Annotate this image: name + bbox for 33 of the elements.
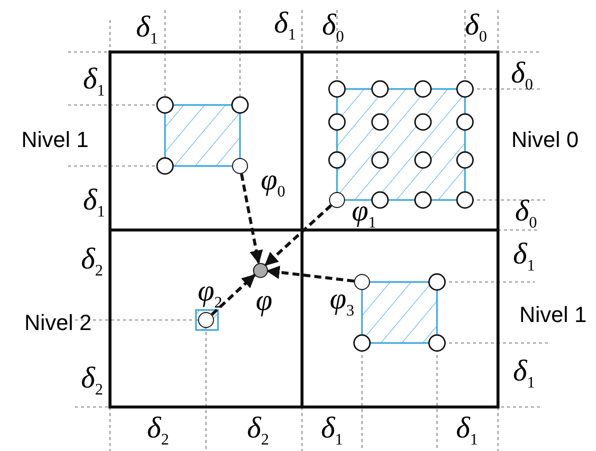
level-label: Nivel 1: [519, 304, 587, 326]
arrow: [264, 204, 332, 266]
spacing-label: δ$_{0}$: [322, 10, 344, 46]
spacing-label: δ$_{0}$: [515, 196, 537, 232]
arrow: [266, 266, 354, 283]
point-label: φ: [256, 286, 272, 316]
spacing-label: δ$_{1}$: [456, 414, 478, 448]
point-marker: [354, 274, 370, 290]
spacing-label: δ$_{2}$: [147, 414, 169, 448]
point-label: φ$_{0}$: [260, 166, 286, 200]
spacing-label: δ$_{1}$: [513, 240, 535, 274]
spacing-label: δ$_{1}$: [321, 414, 343, 448]
spacing-label: δ$_{0}$: [465, 10, 487, 46]
level-label: Nivel 2: [24, 312, 92, 334]
spacing-label: δ$_{1}$: [136, 12, 158, 48]
spacing-label: δ$_{1}$: [83, 64, 105, 100]
spacing-label: δ$_{0}$: [511, 58, 533, 94]
point-marker: [252, 262, 268, 278]
spacing-label: δ$_{2}$: [81, 244, 103, 280]
spacing-label: δ$_{1}$: [513, 356, 535, 392]
point-label: φ$_{3}$: [330, 284, 354, 320]
spacing-label: δ$_{1}$: [83, 186, 105, 220]
point-label: φ$_{2}$: [198, 276, 222, 312]
level-label: Nivel 1: [21, 129, 89, 151]
arrow: [210, 274, 256, 316]
spacing-label: δ$_{2}$: [247, 414, 269, 448]
point-label: φ$_{1}$: [352, 196, 376, 232]
spacing-label: δ$_{2}$: [81, 364, 103, 398]
spacing-label: δ$_{1}$: [274, 8, 296, 44]
arrow: [240, 174, 263, 264]
level-label: Nivel 0: [511, 129, 579, 151]
point-marker: [329, 192, 345, 208]
point-marker: [232, 158, 248, 174]
